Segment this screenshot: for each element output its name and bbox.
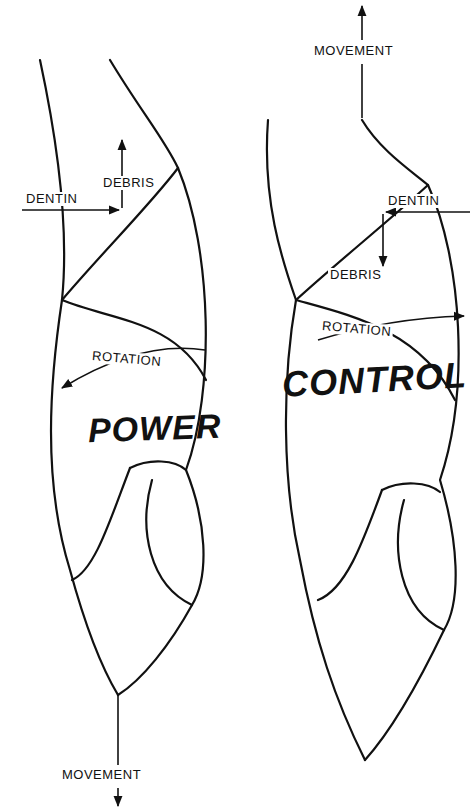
dentin-label: DENTIN (24, 192, 79, 206)
movement-label: MOVEMENT (60, 768, 143, 782)
debris-label: DEBRIS (101, 176, 156, 190)
dentin-label: DENTIN (386, 194, 441, 208)
force-arrows (22, 6, 470, 806)
power-drill (40, 60, 206, 695)
control-label: CONTROL (279, 355, 470, 404)
rotation-label: ROTATION (90, 349, 164, 370)
movement-label: MOVEMENT (312, 44, 395, 58)
debris-label: DEBRIS (328, 268, 383, 282)
control-drill (267, 120, 459, 760)
power-label: POWER (85, 408, 224, 450)
